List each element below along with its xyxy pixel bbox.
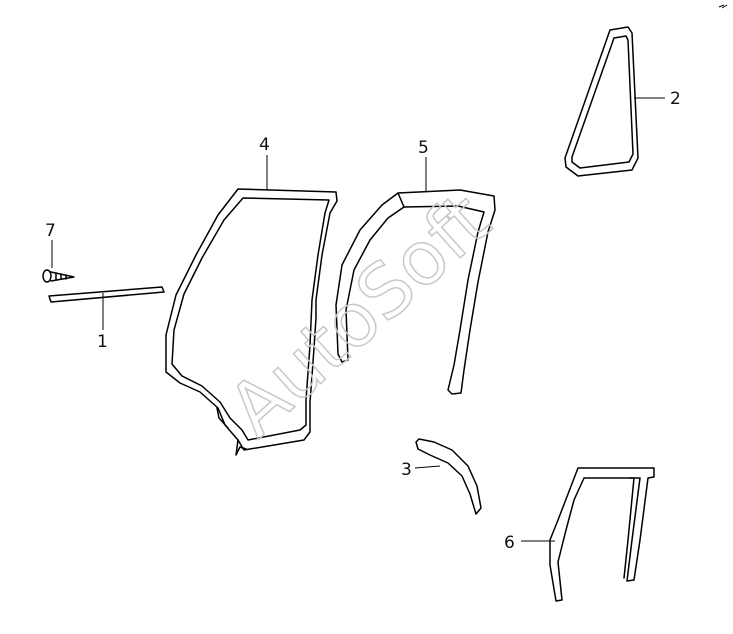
callout-5: 5 [418, 138, 429, 158]
corner-mark [718, 4, 728, 9]
part-2-quarter-window-seal[interactable] [564, 26, 639, 177]
callout-7: 7 [45, 221, 56, 241]
part-5-door-seal[interactable] [335, 189, 496, 395]
callout-1: 1 [97, 332, 108, 352]
callout-3: 3 [401, 460, 412, 480]
part-6-window-channel-seal[interactable] [549, 467, 655, 602]
part-3-curved-seal[interactable] [415, 438, 482, 515]
callout-6: 6 [504, 533, 515, 553]
callout-2: 2 [670, 89, 681, 109]
part-4-door-seal-frame[interactable] [165, 188, 338, 456]
part-1-trim-strip[interactable] [48, 286, 165, 303]
callout-4: 4 [259, 135, 270, 155]
leader-3 [414, 465, 441, 469]
part-7-clip[interactable] [42, 269, 75, 283]
